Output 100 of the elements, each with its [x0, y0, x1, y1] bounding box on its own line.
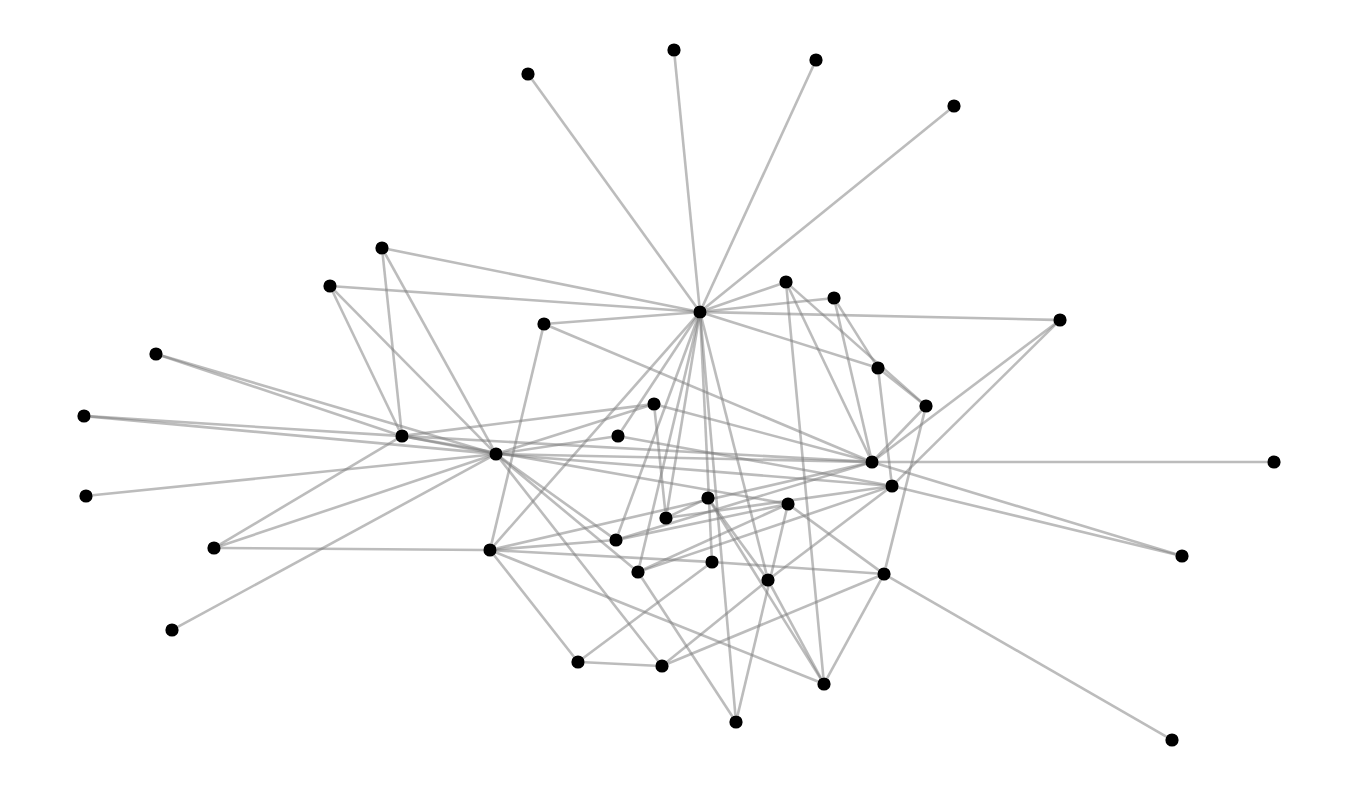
- graph-node: [761, 573, 775, 587]
- graph-node: [947, 99, 961, 113]
- graph-node: [483, 543, 497, 557]
- edge-line: [90, 415, 396, 437]
- edge-line: [640, 576, 734, 718]
- graph-node: [571, 655, 585, 669]
- edge-line: [496, 549, 706, 563]
- graph-node: [693, 305, 707, 319]
- edge-line: [672, 485, 886, 519]
- edge-line: [699, 318, 713, 556]
- edge-line: [501, 404, 649, 454]
- graph-node: [655, 659, 669, 673]
- graph-node: [77, 409, 91, 423]
- graph-node: [919, 399, 933, 413]
- edge-line: [877, 462, 1177, 556]
- edge-line: [877, 374, 893, 480]
- graph-node: [521, 67, 535, 81]
- edge-line: [408, 435, 782, 505]
- edge-line: [710, 502, 766, 576]
- edge-line: [673, 56, 701, 306]
- edge-line: [785, 288, 825, 678]
- edge-line: [884, 412, 926, 568]
- graph-node: [781, 497, 795, 511]
- edge-line: [705, 312, 873, 368]
- edge-line: [530, 78, 698, 308]
- edge-line: [895, 323, 1057, 483]
- edge-line: [495, 551, 819, 683]
- edge-line: [666, 583, 764, 663]
- edge-line: [500, 457, 634, 569]
- edge-line: [621, 462, 867, 540]
- edge-line: [496, 539, 610, 551]
- edge-line: [161, 354, 397, 436]
- edge-line: [667, 575, 879, 665]
- edge-line: [219, 438, 397, 546]
- edge-line: [878, 460, 1268, 464]
- edge-line: [496, 462, 866, 550]
- graph-node: [609, 533, 623, 547]
- edge-line: [875, 409, 923, 459]
- edge-line: [701, 65, 815, 307]
- graph-node: [729, 715, 743, 729]
- edge-line: [493, 316, 697, 546]
- graph-node: [207, 541, 221, 555]
- edge-line: [388, 248, 694, 312]
- graph-node: [395, 429, 409, 443]
- edge-line: [500, 456, 612, 538]
- graph-node: [537, 317, 551, 331]
- edge-line: [826, 579, 882, 679]
- edge-line: [898, 486, 1176, 556]
- edge-line: [706, 310, 1054, 322]
- edge-line: [381, 254, 403, 430]
- edge-line: [384, 253, 494, 449]
- edge-line: [706, 297, 828, 313]
- edge-line: [624, 435, 886, 487]
- edge-line: [331, 291, 401, 431]
- graph-node: [871, 361, 885, 375]
- graph-node: [885, 479, 899, 493]
- edge-line: [549, 325, 867, 461]
- edge-line: [493, 554, 575, 658]
- edge-line: [643, 505, 783, 571]
- edge-line: [502, 435, 612, 455]
- graph-node: [149, 347, 163, 361]
- edge-line: [408, 435, 490, 455]
- edge-line: [704, 109, 950, 309]
- graph-node: [779, 275, 793, 289]
- edge-line: [490, 330, 544, 544]
- edge-line: [499, 458, 659, 662]
- edge-line: [889, 576, 1167, 738]
- graph-node: [701, 491, 715, 505]
- edge-line: [772, 488, 888, 578]
- graph-node: [79, 489, 93, 503]
- edge-line: [90, 415, 490, 455]
- edge-line: [177, 456, 491, 628]
- edge-line: [790, 285, 922, 403]
- graph-node: [631, 565, 645, 579]
- graph-node: [323, 279, 337, 293]
- graph-node: [705, 555, 719, 569]
- edge-line: [643, 486, 887, 572]
- edge-line: [836, 302, 876, 364]
- edge-line: [620, 316, 698, 432]
- edge-line: [736, 510, 788, 716]
- graph-node: [809, 53, 823, 67]
- edge-line: [550, 311, 694, 325]
- edge-line: [622, 504, 782, 540]
- graph-node: [1165, 733, 1179, 747]
- edge-line: [219, 454, 491, 548]
- edge-line: [705, 282, 781, 312]
- graph-node: [877, 567, 891, 581]
- edge-line: [699, 318, 737, 716]
- graph-node: [667, 43, 681, 57]
- edge-line: [792, 506, 880, 572]
- edge-line: [582, 564, 708, 660]
- edge-line: [220, 546, 484, 552]
- graph-node: [165, 623, 179, 637]
- edge-line: [408, 403, 648, 437]
- edge-line: [584, 661, 656, 667]
- graph-node: [611, 429, 625, 443]
- graph-node: [827, 291, 841, 305]
- edge-line: [700, 318, 768, 574]
- graph-node: [647, 397, 661, 411]
- edge-line: [92, 453, 490, 497]
